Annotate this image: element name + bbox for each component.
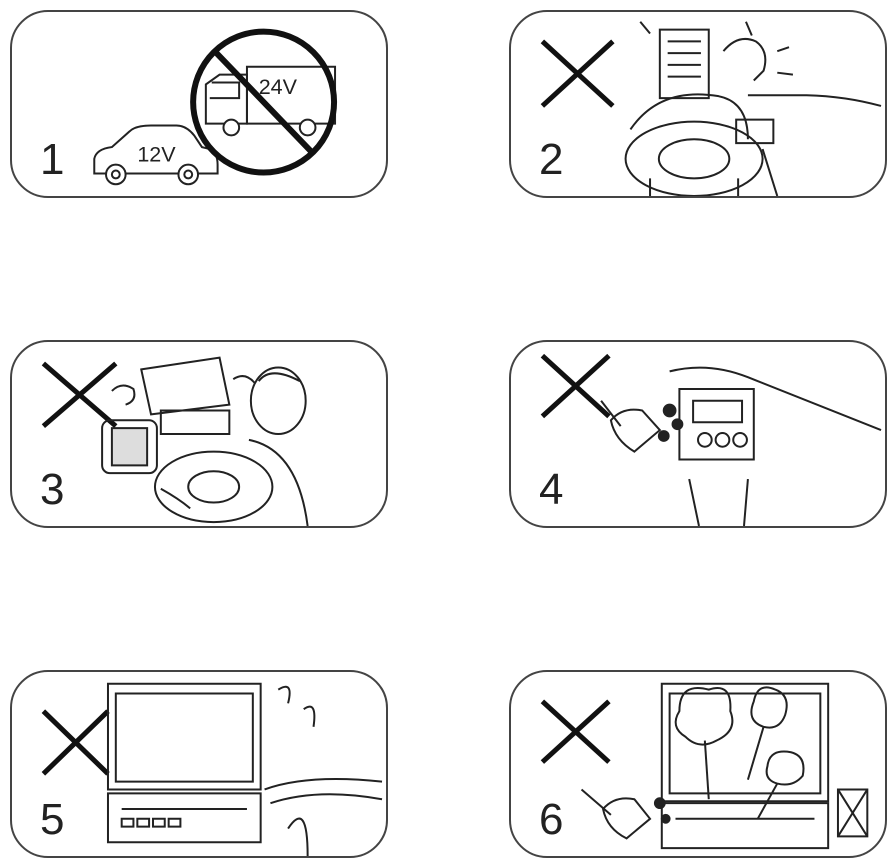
spray-can-icon bbox=[582, 789, 670, 838]
panel-number: 6 bbox=[539, 795, 564, 844]
driver-icon bbox=[626, 22, 881, 196]
prohibited-icon bbox=[193, 32, 334, 173]
cross-icon bbox=[542, 701, 609, 762]
cross-icon bbox=[542, 41, 612, 106]
truck-voltage-label: 24V bbox=[259, 75, 298, 99]
cross-icon bbox=[43, 364, 115, 427]
panel-number: 3 bbox=[40, 465, 65, 514]
spray-on-unit-illustration bbox=[511, 342, 885, 526]
screen-icon bbox=[102, 420, 157, 473]
spray-can-icon bbox=[601, 401, 682, 452]
cross-icon bbox=[43, 711, 108, 774]
cross-icon bbox=[542, 356, 609, 417]
driver-watching-screen-illustration bbox=[12, 342, 386, 526]
panel-number: 1 bbox=[40, 135, 65, 184]
smoke-icon bbox=[676, 687, 804, 818]
truck-ahead-icon bbox=[112, 358, 255, 434]
warning-panel-3: 3 bbox=[10, 340, 388, 528]
crossed-device-icon bbox=[838, 789, 867, 836]
head-unit-icon bbox=[108, 684, 261, 843]
driver-adjusting-unit-illustration bbox=[511, 12, 885, 196]
car-voltage-label: 12V bbox=[137, 143, 176, 167]
panel-number: 5 bbox=[40, 795, 65, 844]
warning-panel-6: 6 bbox=[509, 670, 887, 858]
smoke-from-unit-illustration bbox=[511, 672, 885, 856]
liquid-splash-icon bbox=[265, 687, 382, 856]
warning-panel-5: 5 bbox=[10, 670, 388, 858]
warning-panel-4: 4 bbox=[509, 340, 887, 528]
panel-number: 2 bbox=[539, 135, 564, 184]
liquid-on-unit-illustration bbox=[12, 672, 386, 856]
voltage-illustration: 12V 24V bbox=[12, 12, 386, 196]
warning-panel-2: 2 bbox=[509, 10, 887, 198]
warning-panel-1: 12V 24V 1 bbox=[10, 10, 388, 198]
dashboard-icon bbox=[670, 368, 881, 526]
head-unit-icon bbox=[662, 684, 828, 848]
panel-number: 4 bbox=[539, 465, 564, 514]
truck-icon bbox=[206, 67, 335, 136]
driver-icon bbox=[155, 367, 308, 526]
